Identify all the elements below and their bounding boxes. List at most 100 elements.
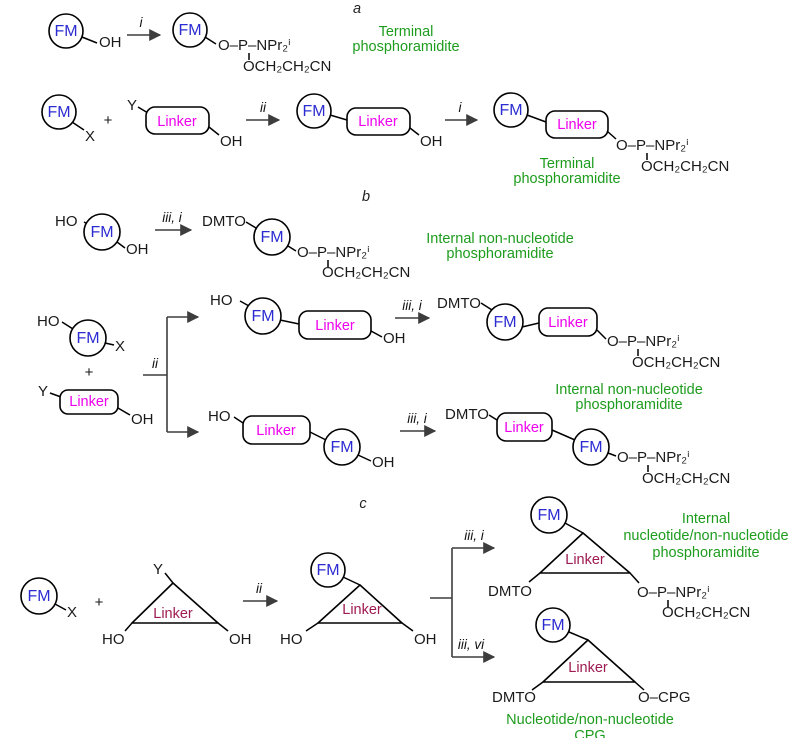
- step-label-i: i: [459, 100, 463, 115]
- caption-terminal-phosphoramidite-line1: Terminal: [379, 24, 434, 40]
- fm-circle: [172, 12, 208, 48]
- molecule-fm-x: FM X: [41, 94, 95, 145]
- step-label-iii-i: iii, i: [162, 210, 182, 225]
- linker-box: [496, 412, 553, 442]
- step-label-ii: ii: [152, 356, 159, 371]
- x-group-label: X: [67, 604, 77, 621]
- caption-cpg-line1: Nucleotide/non-nucleotide: [506, 712, 674, 728]
- hydroxyl-label: OH: [414, 631, 437, 648]
- caption-internal-non-nucleotide-line1: Internal non-nucleotide: [555, 382, 703, 398]
- bond: [409, 127, 420, 136]
- fm-circle: [493, 92, 529, 128]
- linker-triangle: [317, 584, 403, 624]
- bond: [305, 622, 319, 632]
- fm-label: FM: [302, 103, 325, 120]
- fm-label: FM: [316, 562, 339, 579]
- section-b: b HO FM OH iii, i DMTO FM O–P–NPr₂ⁱ OCH₂…: [37, 189, 730, 487]
- bond: [596, 329, 607, 340]
- linker-label: Linker: [358, 114, 398, 130]
- cyanoethyl-group: OCH₂CH₂CN: [642, 470, 730, 487]
- fm-label: FM: [260, 229, 283, 246]
- fm-circle: [69, 319, 107, 357]
- molecule-dmto-fm-phosphoramidite: DMTO FM O–P–NPr₂ⁱ OCH₂CH₂CN: [202, 213, 410, 281]
- plus-sign: +: [104, 112, 113, 129]
- hydroxyl-label: HO: [55, 213, 78, 230]
- fm-circle: [41, 94, 77, 130]
- bond: [245, 221, 257, 229]
- step-label-ii: ii: [260, 100, 267, 115]
- cyanoethyl-group: OCH₂CH₂CN: [641, 158, 729, 175]
- molecule-dmto-fm-linker-phosphoramidite: DMTO FM Linker O–P–NPr₂ⁱ OCH₂CH₂CN: [437, 295, 720, 371]
- step-label-iii-i: iii, i: [402, 298, 422, 313]
- fm-circle: [20, 577, 58, 615]
- fm-label: FM: [330, 439, 353, 456]
- fm-label: FM: [90, 224, 113, 241]
- fm-circle: [323, 428, 361, 466]
- molecule-fm-phosphoramidite: FM O–P–NPr₂ⁱ OCH₂CH₂CN: [172, 12, 331, 75]
- linker-box: [545, 110, 609, 139]
- bond: [104, 342, 115, 346]
- linker-triangle: [542, 639, 636, 683]
- bond: [342, 576, 361, 586]
- bond: [239, 300, 250, 307]
- linker-label: Linker: [256, 423, 296, 439]
- step-label-iii-vi: iii, vi: [458, 637, 485, 652]
- bond: [551, 429, 576, 441]
- cyanoethyl-group: OCH₂CH₂CN: [243, 58, 331, 75]
- linker-box: [346, 107, 411, 136]
- section-c: c FM X + Y Linker HO OH ii FM Linker: [20, 496, 789, 738]
- section-a: a FM OH i FM O–P–NPr₂ⁱ OCH₂CH₂CN Termina…: [41, 1, 729, 187]
- fm-circle: [486, 303, 524, 341]
- molecule-dmto-linker-fm-phosphoramidite-triangle: FM Linker DMTO O–P–NPr₂ⁱ OCH₂CH₂CN: [488, 496, 750, 621]
- hydroxyl-label: OH: [229, 631, 252, 648]
- caption-terminal-phosphoramidite-line2: phosphoramidite: [513, 171, 620, 187]
- caption-internal-nucleotide-line3: phosphoramidite: [652, 545, 759, 561]
- linker-label: Linker: [342, 602, 382, 618]
- dmto-label: DMTO: [437, 295, 481, 312]
- phosphoramidite-group: O–P–NPr₂ⁱ: [637, 584, 710, 601]
- fm-circle: [535, 607, 571, 643]
- linker-label: Linker: [504, 420, 544, 436]
- molecule-ho-fm-linker-oh: HO FM Linker OH: [210, 292, 406, 347]
- linker-label: Linker: [315, 318, 355, 334]
- bond: [71, 121, 85, 131]
- bond: [607, 452, 617, 457]
- bond: [480, 302, 493, 311]
- bond: [117, 407, 131, 416]
- fm-label: FM: [27, 588, 50, 605]
- phosphoramidite-group: O–P–NPr₂ⁱ: [218, 37, 291, 54]
- fm-circle: [48, 13, 84, 49]
- fm-circle: [572, 428, 610, 466]
- fm-label: FM: [537, 507, 560, 524]
- molecule-ho-linker-fm-oh: HO Linker FM OH: [208, 408, 395, 471]
- bond: [208, 126, 220, 136]
- step-label-ii: ii: [256, 581, 263, 596]
- hydroxyl-label: OH: [420, 133, 443, 150]
- x-group-label: X: [115, 338, 125, 355]
- bond: [204, 36, 217, 45]
- linker-box: [538, 307, 598, 337]
- linker-label: Linker: [548, 315, 588, 331]
- bond: [401, 622, 414, 632]
- fm-label: FM: [251, 308, 274, 325]
- fm-label: FM: [178, 22, 201, 39]
- caption-internal-non-nucleotide-line1: Internal non-nucleotide: [426, 231, 574, 247]
- section-label-b: b: [362, 189, 370, 205]
- bond: [54, 603, 67, 611]
- hydroxyl-label: HO: [280, 631, 303, 648]
- hydroxyl-label: HO: [37, 313, 60, 330]
- section-label-c: c: [359, 496, 367, 512]
- fm-circle: [244, 297, 282, 335]
- bond: [279, 319, 300, 325]
- caption-cpg-line2: CPG: [574, 728, 605, 738]
- linker-box: [242, 415, 311, 445]
- cyanoethyl-group: OCH₂CH₂CN: [322, 264, 410, 281]
- dmto-label: DMTO: [488, 583, 532, 600]
- linker-box: [298, 310, 372, 340]
- fm-circle: [530, 496, 568, 534]
- fm-circle: [296, 93, 332, 129]
- bond: [526, 114, 547, 123]
- hydroxyl-label: OH: [131, 411, 154, 428]
- bond: [606, 130, 617, 140]
- linker-label: Linker: [557, 117, 597, 133]
